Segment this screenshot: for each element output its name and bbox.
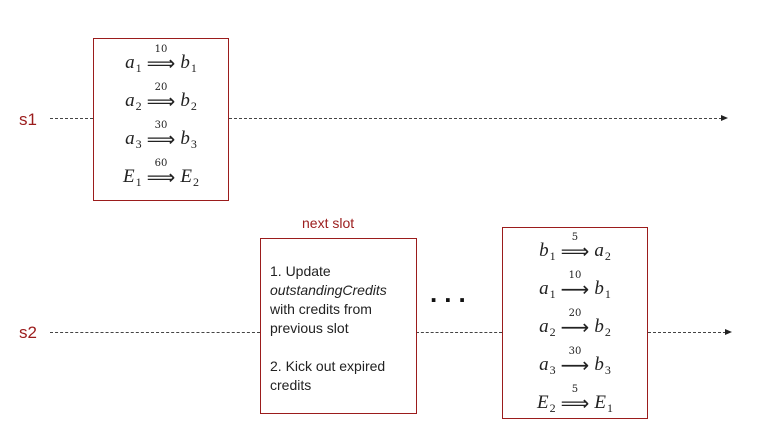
slot1-transfer-box: a1 10⟹ b1 a2 20⟹ b2 a3 30⟹ b3 E1 60⟹ E2 [93,38,229,201]
transfer-arrow: 10⟶ [560,270,590,301]
s1-timeline-left [50,118,93,119]
transfer-row: b1 5⟹ a2 [539,233,611,271]
s1-arrowhead [721,115,728,121]
s2-timeline-right [648,332,726,333]
transfer-arrow: 5⟹ [560,232,590,263]
transfer-amount: 30 [568,346,582,357]
transfer-amount: 5 [571,232,579,243]
s2-arrowhead [725,329,732,335]
transfer-row: a1 10⟹ b1 [125,45,197,83]
transfer-row: a3 30⟶ b3 [539,347,611,385]
s2-timeline-middle [416,332,502,333]
single-arrow-icon: ⟶ [560,277,590,301]
transfer-row: E2 5⟹ E1 [537,385,613,423]
transfer-from: a3 [125,128,142,151]
transfer-from: a1 [539,278,556,301]
transfer-row: a3 30⟹ b3 [125,121,197,159]
transfer-to: b2 [180,90,197,113]
transfer-arrow: 5⟹ [560,384,590,415]
double-arrow-icon: ⟹ [146,89,176,113]
transfer-to: b3 [594,354,611,377]
transfer-to: a2 [594,240,611,263]
s1-timeline-right [229,118,722,119]
transfer-from: a1 [125,52,142,75]
transfer-from: E2 [537,392,556,415]
transfer-to: b1 [594,278,611,301]
transfer-to: b3 [180,128,197,151]
transfer-to: E2 [180,166,199,189]
transfer-arrow: 30⟹ [146,120,176,151]
slot2-transfer-list: b1 5⟹ a2 a1 10⟶ b1 a2 20⟶ b2 a3 30⟶ b3 E… [503,228,647,423]
step-1-field: outstandingCredits [270,282,387,298]
transfer-row: E1 60⟹ E2 [123,159,199,197]
transfer-row: a2 20⟹ b2 [125,83,197,121]
transfer-amount: 20 [154,82,168,93]
transfer-to: b2 [594,316,611,339]
slot1-transfer-list: a1 10⟹ b1 a2 20⟹ b2 a3 30⟹ b3 E1 60⟹ E2 [94,39,228,197]
double-arrow-icon: ⟹ [146,165,176,189]
transfer-from: b1 [539,240,556,263]
slot2-transfer-box: b1 5⟹ a2 a1 10⟶ b1 a2 20⟶ b2 a3 30⟶ b3 E… [502,227,648,419]
transfer-amount: 10 [154,44,168,55]
transfer-row: a1 10⟶ b1 [539,271,611,309]
ellipsis: ... [430,278,473,308]
double-arrow-icon: ⟹ [560,391,590,415]
single-arrow-icon: ⟶ [560,315,590,339]
transfer-arrow: 20⟶ [560,308,590,339]
lane-label-s1: s1 [19,110,37,129]
transfer-amount: 20 [568,308,582,319]
transfer-amount: 60 [154,158,168,169]
transfer-amount: 5 [571,384,579,395]
transfer-to: b1 [180,52,197,75]
double-arrow-icon: ⟹ [146,51,176,75]
transfer-arrow: 30⟶ [560,346,590,377]
transfer-amount: 30 [154,120,168,131]
double-arrow-icon: ⟹ [560,239,590,263]
next-slot-label: next slot [302,215,355,231]
transfer-from: a2 [125,90,142,113]
transfer-from: a2 [539,316,556,339]
transfer-arrow: 20⟹ [146,82,176,113]
double-arrow-icon: ⟹ [146,127,176,151]
transfer-from: a3 [539,354,556,377]
transfer-from: E1 [123,166,142,189]
next-slot-steps: 1. Update outstandingCredits with credit… [270,262,412,395]
transfer-row: a2 20⟶ b2 [539,309,611,347]
transfer-arrow: 60⟹ [146,158,176,189]
next-slot-process-box [260,238,417,414]
transfer-amount: 10 [568,270,582,281]
step-2: 2. Kick out expired credits [270,358,386,393]
step-1: 1. Update outstandingCredits with credit… [270,263,387,336]
transfer-arrow: 10⟹ [146,44,176,75]
lane-label-s2: s2 [19,323,37,342]
single-arrow-icon: ⟶ [560,353,590,377]
transfer-to: E1 [594,392,613,415]
s2-timeline-left [50,332,260,333]
